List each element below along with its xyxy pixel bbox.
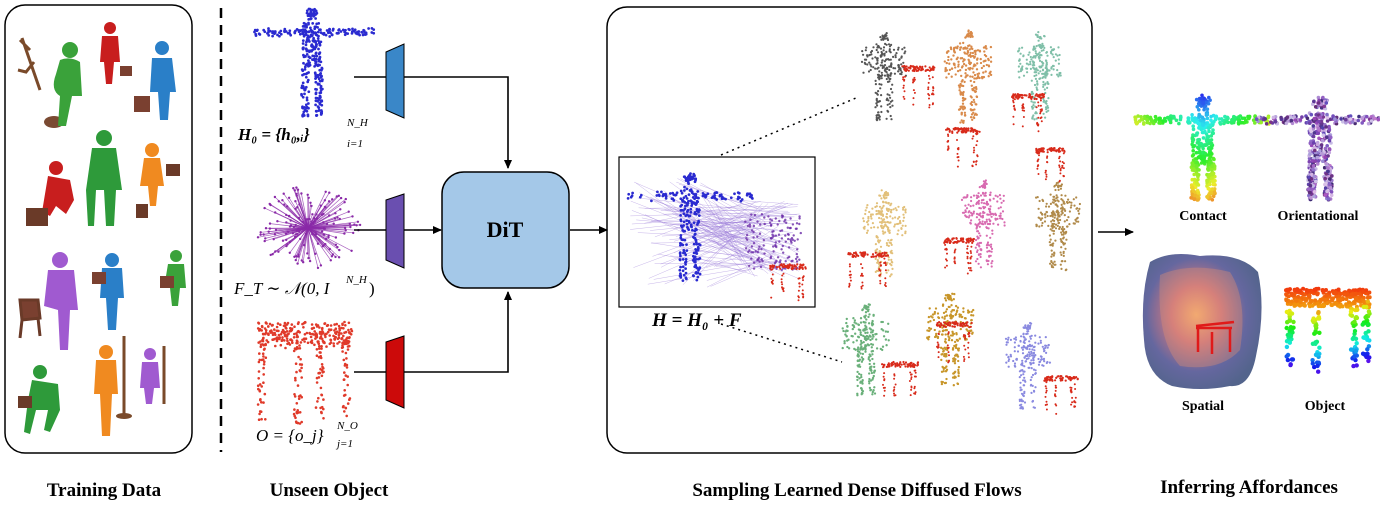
- diffused-flow-samples: [841, 29, 1082, 415]
- svg-text:): ): [369, 279, 375, 298]
- svg-text:F_T ∼ 𝒩(0, I: F_T ∼ 𝒩(0, I: [233, 279, 331, 298]
- input-arrows: [354, 76, 1134, 373]
- object-encoder: [385, 335, 405, 409]
- training-figures: [17, 22, 186, 436]
- human-point-cloud-icon: [253, 7, 376, 118]
- affordance-object: Object: [1284, 286, 1372, 414]
- svg-text:DiT: DiT: [487, 217, 524, 242]
- spatial-table-icon: [1195, 320, 1235, 354]
- heatmap-icon: [1142, 254, 1262, 389]
- svg-text:N_H: N_H: [346, 117, 369, 129]
- noise-star-icon: [256, 186, 362, 270]
- eq-ft: F_T ∼ 𝒩(0, I N_H ): [233, 274, 375, 298]
- figure-blue-lift: [92, 253, 124, 330]
- label-training-data: Training Data: [47, 480, 162, 501]
- figure-green-center: [86, 130, 122, 226]
- flow-lines-icon: [626, 172, 807, 302]
- figure-blue-box: [134, 41, 176, 120]
- eq-h: H = H₀ + F: [651, 310, 742, 331]
- dit-block: DiT: [441, 171, 570, 289]
- label-unseen-object: Unseen Object: [270, 480, 389, 501]
- affordance-contact: Contact: [1133, 93, 1272, 224]
- object-point-cloud-icon: [256, 320, 354, 425]
- svg-text:j=1: j=1: [335, 438, 353, 450]
- training-data-panel: [4, 4, 193, 454]
- figure-red-box: [100, 22, 132, 84]
- eq-o: O = {o_j} N_O j=1: [256, 420, 358, 450]
- figure-red-crouch: [26, 161, 74, 226]
- figure-purple-pole: [140, 346, 166, 404]
- figure-orange-pole: [94, 336, 132, 436]
- affordance-spatial: Spatial: [1142, 254, 1262, 414]
- human-encoder: [385, 43, 405, 119]
- figure-green-lift: [160, 250, 186, 306]
- noise-encoder: [385, 193, 405, 269]
- svg-text:i=1: i=1: [347, 138, 363, 150]
- svg-text:N_H: N_H: [345, 274, 368, 286]
- figure-purple-chair: [18, 252, 78, 350]
- label-sampling: Sampling Learned Dense Diffused Flows: [692, 480, 1021, 501]
- figure-orange-box: [136, 143, 180, 218]
- figure-green-tree: [17, 37, 82, 128]
- affordance-orientational: Orientational: [1254, 95, 1380, 224]
- eq-h0: H₀ = {h₀,ᵢ} N_H i=1: [237, 117, 369, 150]
- svg-text:H₀ = {h₀,ᵢ}: H₀ = {h₀,ᵢ}: [237, 125, 310, 144]
- svg-text:N_O: N_O: [336, 420, 358, 432]
- svg-text:O = {o_j}: O = {o_j}: [256, 426, 324, 445]
- sampling-panel: H = H₀ + F: [606, 6, 1093, 454]
- figure-green-bend: [18, 365, 60, 434]
- label-inferring: Inferring Affordances: [1160, 477, 1338, 498]
